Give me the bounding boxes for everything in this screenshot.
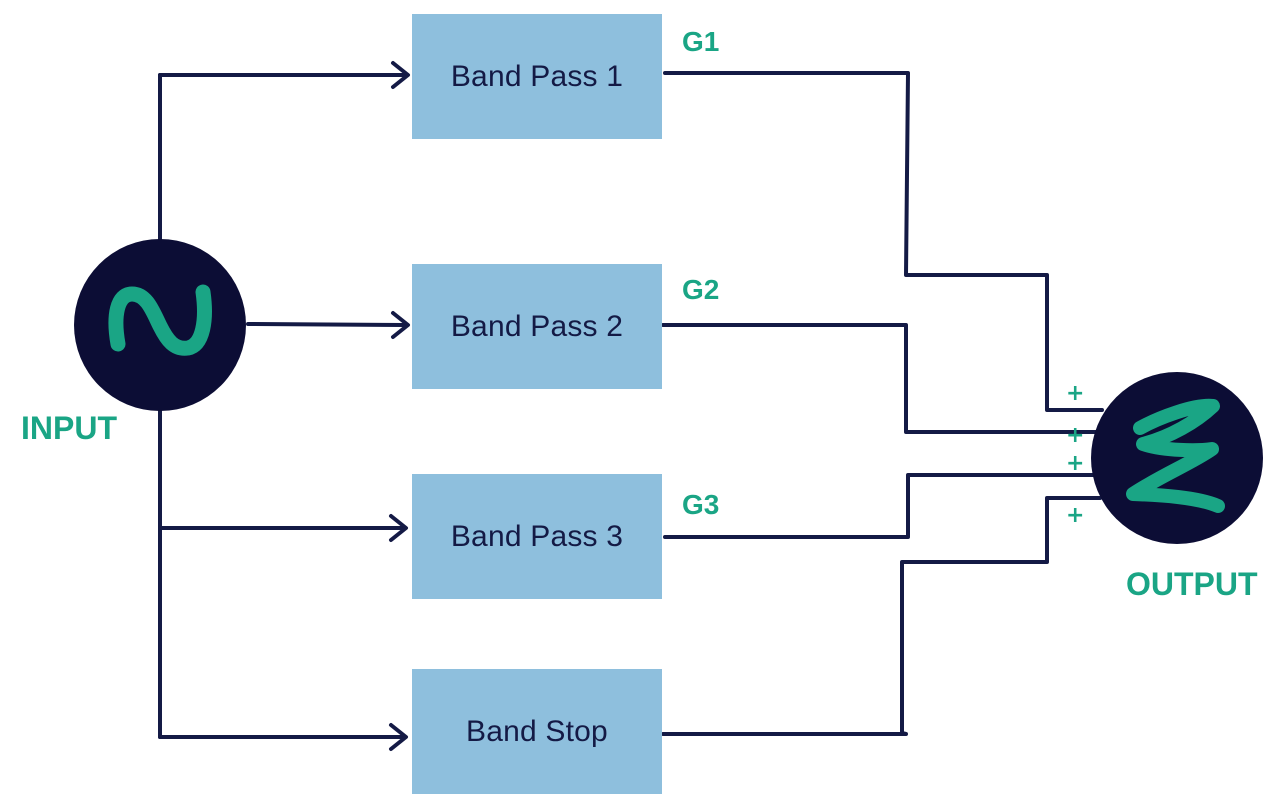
connector-band-stop-to-sum: [661, 496, 1102, 736]
connector-band-pass-1-to-sum: [663, 71, 1104, 412]
plus-sign-input-4: +: [1066, 503, 1085, 528]
band-pass-3-block: Band Pass 3: [412, 474, 662, 599]
arrowhead-band-stop: [389, 723, 408, 751]
arrowhead-band-pass-2: [391, 311, 410, 339]
input-label: INPUT: [21, 410, 117, 446]
connector-band-pass-3-to-sum: [663, 473, 1097, 539]
plus-sign-input-1: +: [1066, 381, 1085, 406]
summation-node: [1091, 372, 1263, 544]
band-stop-block: Band Stop: [412, 669, 662, 794]
band-pass-2-block: Band Pass 2: [412, 264, 662, 389]
arrowhead-band-pass-1: [391, 61, 410, 89]
band-pass-1-block: Band Pass 1: [412, 14, 662, 139]
connector-band-pass-2-to-sum: [661, 323, 1098, 434]
arrowhead-band-pass-3: [389, 514, 408, 542]
plus-sign-input-3: +: [1066, 451, 1085, 476]
gain-label-g2: G2: [682, 274, 720, 305]
plus-sign-input-2: +: [1066, 423, 1085, 448]
output-label: OUTPUT: [1126, 566, 1258, 602]
sine-wave-icon: [108, 284, 212, 356]
connector-input-to-band-pass-2: [246, 322, 407, 327]
gain-label-g1: G1: [682, 26, 720, 57]
sigma-summation-icon: [1126, 398, 1225, 513]
gain-label-g3: G3: [682, 489, 720, 520]
